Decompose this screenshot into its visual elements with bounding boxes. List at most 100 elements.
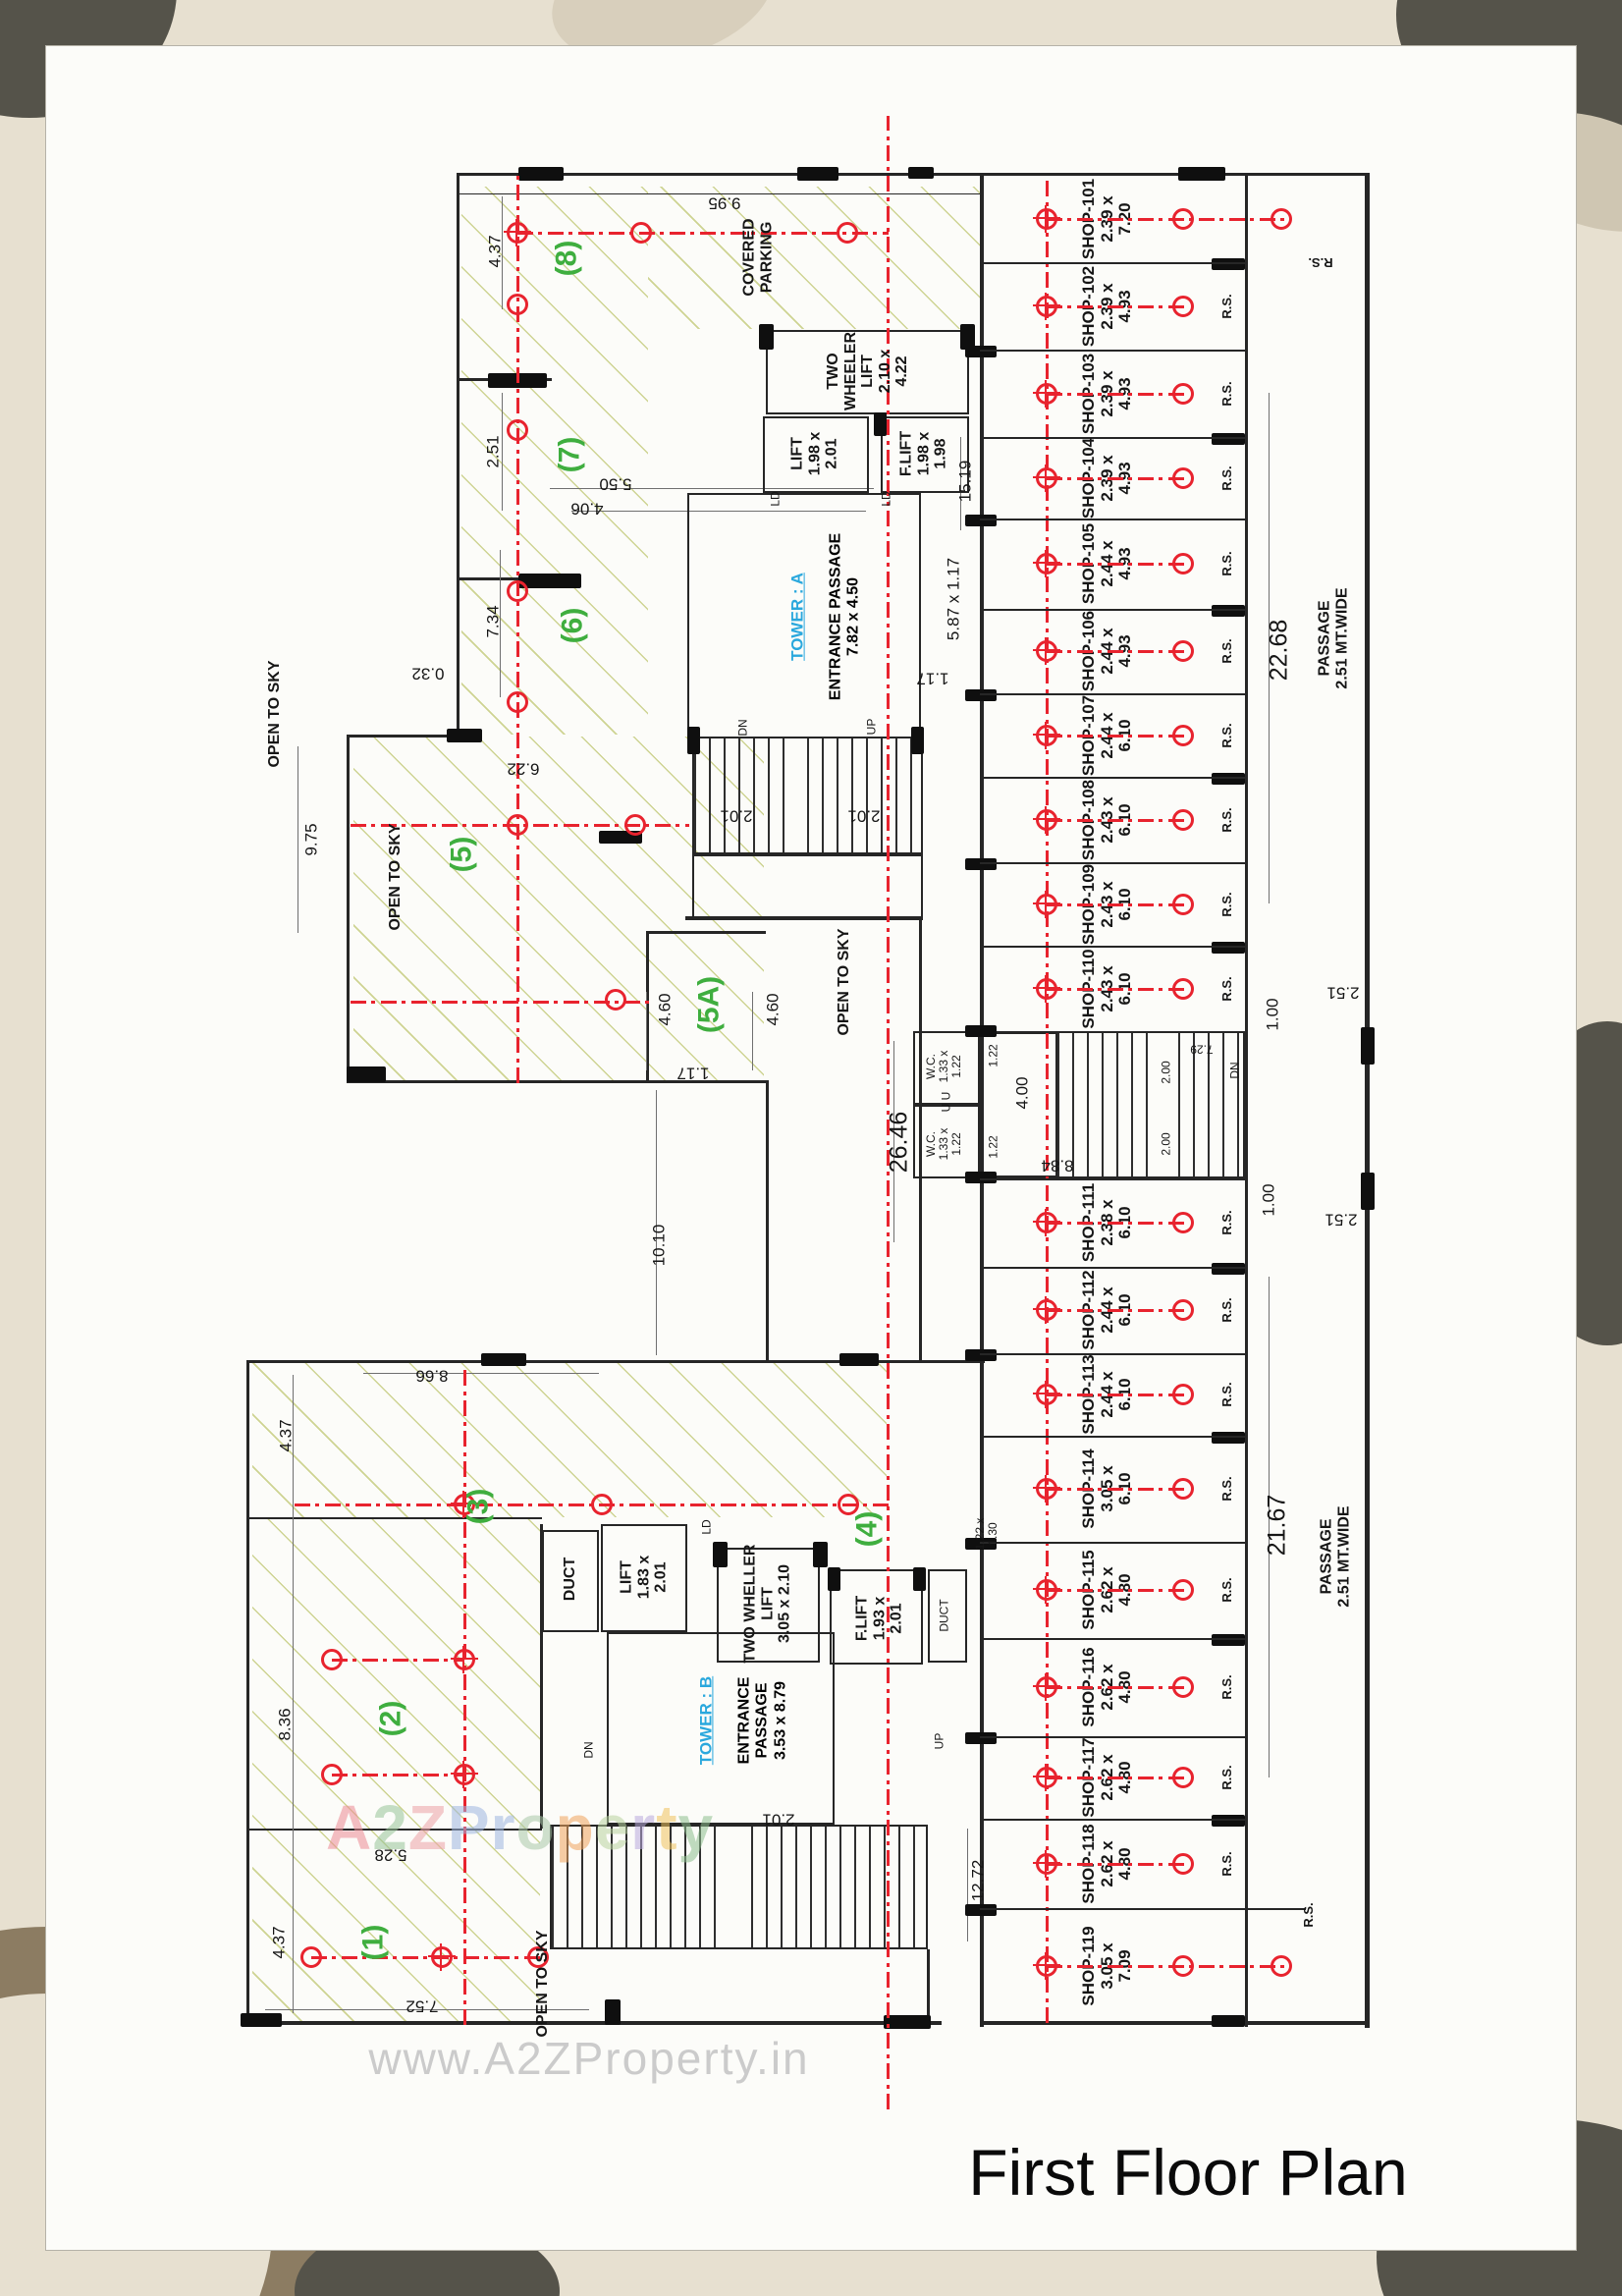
wall-pier: [1212, 1634, 1245, 1646]
plan-label: 8.36: [275, 1708, 295, 1741]
grid-bubble: [507, 419, 528, 441]
wall-pier: [965, 1172, 997, 1183]
parking-bay-number: (2): [374, 1700, 407, 1737]
wall-pier: [687, 727, 700, 754]
plan-label: 5.87 x 1.17: [944, 557, 963, 641]
rolling-shutter-label: R.S.: [1218, 293, 1234, 319]
dimension-line: [1269, 1277, 1270, 1777]
plan-label: 2.00: [1159, 1132, 1173, 1156]
dimension-line: [571, 511, 866, 512]
brand-letter: y: [677, 1792, 715, 1863]
wall-pier: [965, 1732, 997, 1744]
dimension-line: [967, 1829, 968, 1941]
grid-bubble: [1271, 1954, 1292, 1977]
grid-bubble: [428, 1943, 456, 1971]
wall-pier: [965, 515, 997, 526]
grid-centerline: [311, 1956, 547, 1959]
brand-letter: e: [594, 1792, 631, 1863]
grid-bubble: [504, 219, 531, 246]
parking-bay-number: (1): [356, 1924, 390, 1961]
rolling-shutter-label: R.S.: [1218, 380, 1234, 407]
grid-centerline: [1047, 1589, 1188, 1592]
page-title: First Floor Plan: [968, 2136, 1408, 2209]
dimension-line: [293, 1375, 294, 2013]
plan-label: PASSAGE 2.51 MT.WIDE: [1316, 587, 1350, 689]
plan-label: R.S.: [1300, 1902, 1316, 1928]
shop-divider-wall: [980, 1436, 1247, 1438]
wall-line: [927, 1949, 930, 2023]
brand-letter: 2: [372, 1792, 408, 1863]
dimension-line: [502, 393, 503, 511]
plan-label: COVERED PARKING: [740, 218, 775, 297]
grid-bubble: [1172, 724, 1194, 746]
dimension-line: [656, 1090, 657, 1355]
plan-label: OPEN TO SKY: [266, 660, 284, 768]
grid-centerline: [1047, 1222, 1188, 1225]
plan-label: 26.46: [885, 1111, 913, 1174]
plan-label: 2.51: [1326, 983, 1360, 1003]
shop-divider-wall: [980, 946, 1247, 948]
wall-pier: [965, 1349, 997, 1361]
wall-pier: [884, 2015, 931, 2029]
room-outline: [928, 1569, 967, 1663]
plan-label: F.LIFT 1.93 x 2.01: [853, 1595, 905, 1642]
grid-bubble: [1172, 466, 1194, 489]
plan-label: 2.01: [847, 806, 881, 826]
stair-treads: [694, 738, 792, 852]
wall-pier: [913, 1567, 926, 1591]
brand-letter: P: [447, 1792, 491, 1863]
plan-label: TWO WHELLER LIFT 3.05 x 2.10: [741, 1544, 793, 1664]
grid-bubble: [1172, 1676, 1194, 1698]
wall-pier: [518, 167, 564, 181]
rolling-shutter-label: R.S.: [1218, 975, 1234, 1002]
grid-bubble: [1033, 464, 1060, 492]
shop-divider-wall: [980, 862, 1247, 864]
grid-bubble: [1172, 207, 1194, 230]
room-outline: [601, 1524, 687, 1632]
wall-line: [248, 1829, 542, 1831]
shop-divider-wall: [980, 1736, 1247, 1738]
grid-bubble: [1172, 1852, 1194, 1875]
plan-label: 1.22: [986, 1044, 1000, 1067]
wall-pier: [908, 167, 934, 179]
grid-centerline: [516, 175, 519, 1083]
plan-label: 1.00: [1263, 998, 1282, 1031]
grid-bubble: [451, 1646, 478, 1673]
rolling-shutter-label: R.S.: [1218, 638, 1234, 664]
rolling-shutter-label: R.S.: [1218, 1765, 1234, 1790]
grid-bubble: [1172, 295, 1194, 317]
plan-label: 1.17: [916, 669, 949, 688]
dimension-line: [297, 746, 298, 933]
room-outline: [717, 1548, 820, 1663]
grid-bubble: [837, 222, 858, 244]
room-outline: [542, 1530, 599, 1632]
grid-bubble: [1033, 1951, 1060, 1980]
grid-centerline: [1047, 1309, 1188, 1312]
wall-pier: [828, 1567, 840, 1591]
grid-centerline: [1047, 987, 1188, 991]
wall-pier: [965, 858, 997, 870]
grid-centerline: [887, 116, 890, 2109]
grid-bubble: [1172, 1954, 1194, 1977]
wall-pier: [1361, 1173, 1375, 1210]
parking-hatch: [461, 187, 648, 735]
plan-label: 2.00: [1159, 1061, 1173, 1084]
plan-label: PASSAGE 2.51 MT.WIDE: [1318, 1505, 1352, 1608]
shop-divider-wall: [980, 1353, 1247, 1355]
brand-letter: t: [656, 1792, 678, 1863]
parking-bay-number: (8): [550, 240, 583, 277]
wall-line: [646, 931, 766, 934]
wall-pier: [605, 1999, 621, 2025]
parking-hatch: [648, 187, 982, 329]
dimension-line: [960, 437, 961, 530]
wall-pier: [874, 412, 887, 436]
wall-line: [459, 193, 982, 194]
shop-divider-wall: [980, 693, 1247, 695]
rolling-shutter-label: R.S.: [1218, 1297, 1234, 1323]
dimension-line: [500, 550, 501, 697]
grid-bubble: [624, 814, 646, 836]
room-outline: [913, 1105, 980, 1178]
wall-line: [980, 1175, 1058, 1178]
